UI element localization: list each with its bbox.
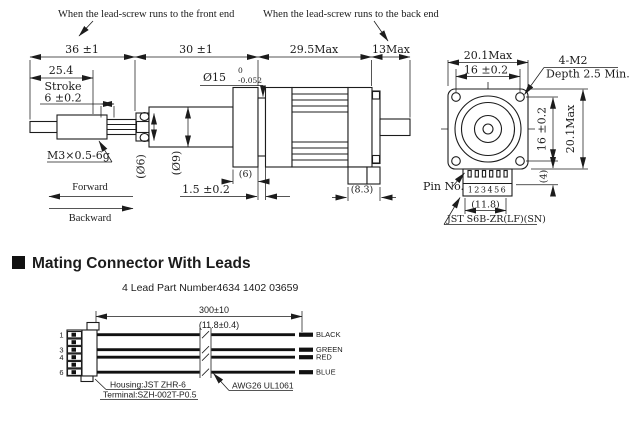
dim-connector-height: (4): [539, 170, 550, 183]
note-back-end: When the lead-screw runs to the back end: [263, 9, 440, 20]
motor-front-plate: [264, 86, 293, 168]
wire-spec-note: AWG26 UL1061: [232, 381, 294, 391]
mating-connector-section: Mating Connector With Leads 4 Lead Part …: [12, 255, 343, 400]
dim-width-max: 20.1Max: [464, 49, 513, 62]
stroke-value: 6 ±0.2: [44, 92, 81, 105]
backward-label: Backward: [69, 213, 112, 224]
dim-30: 30 ±1: [179, 43, 213, 56]
dim-13max: 13Max: [372, 43, 411, 56]
rear-screw-cover: [379, 118, 411, 137]
boss-circle-mid: [460, 101, 516, 157]
motor-connector-latch: [366, 166, 381, 185]
motor-laminations: [292, 93, 348, 161]
boss-circle-outer: [454, 95, 522, 163]
tap-note-line2: Depth 2.5 Min.: [546, 68, 630, 81]
top-notes: When the lead-screw runs to the front en…: [58, 9, 440, 42]
dim-25-4: 25.4: [49, 64, 74, 77]
outer-tube: [148, 106, 234, 148]
dim-height-max: 20.1Max: [564, 104, 577, 153]
pin-no-label: Pin No.: [423, 180, 464, 193]
housing-note: Housing:JST ZHR-6: [110, 380, 186, 390]
lead-housing: [66, 321, 100, 383]
housing-top-tab: [86, 321, 100, 331]
dia-pilot-tol-upper: 0: [238, 66, 243, 75]
dim-connector-width: (11.8): [471, 200, 500, 211]
pin-label-6: 6: [59, 368, 63, 377]
pin-label-4: 4: [59, 353, 63, 362]
side-view-part: [29, 86, 411, 185]
mount-hole-bottom-left: [451, 156, 461, 166]
rear-cap-notch-top: [371, 90, 381, 100]
connector-spec: JST S6B-ZR(LF)(SN): [446, 214, 546, 225]
shaft-circle: [482, 123, 494, 135]
motor-connector-body: [347, 166, 368, 185]
wire-label-red: RED: [316, 353, 332, 362]
rear-cap-notch-bottom: [371, 154, 381, 164]
wire-label-blue: BLUE: [316, 368, 336, 377]
front-view-dimensions: 20.1Max 16 ±0.2 4-M2 Depth 2.5 Min. 16 ±…: [423, 49, 630, 225]
front-view-part: 123456: [441, 82, 535, 197]
part-number-note: 4 Lead Part Number4634 1402 03659: [122, 282, 298, 294]
lead-screw-tip: [29, 120, 58, 134]
flange-square: [447, 88, 529, 170]
dia-pilot: Ø15: [203, 71, 226, 84]
dim-holes-vertical: 16 ±0.2: [536, 107, 549, 151]
housing-bottom-tab: [80, 375, 94, 383]
dim-holes-horizontal: 16 ±0.2: [464, 64, 508, 77]
anti-rotation-nut: [106, 118, 137, 136]
side-view-dimensions: 36 ±1 30 ±1 29.5Max 13Max 25.4 Stroke 6 …: [29, 43, 411, 224]
terminal-note: Terminal:SZH-002T-P0.5: [103, 390, 197, 400]
dia-tube: (Ø9): [170, 151, 183, 176]
thread-spec: M3×0.5-6g: [47, 149, 110, 162]
dim-motor-connector: (8.3): [351, 185, 374, 196]
front-connector-pins: [467, 169, 508, 178]
pilot-circle: [473, 114, 503, 144]
tube-screw-bottom: [139, 132, 150, 143]
dim-36: 36 ±1: [65, 43, 99, 56]
section-bullet-icon: [12, 256, 25, 269]
mount-hole-top-left: [451, 92, 461, 102]
rear-cap: [371, 90, 381, 165]
front-flange: [232, 86, 259, 168]
pin-label-3: 3: [59, 346, 63, 355]
tap-note-line1: 4-M2: [559, 54, 588, 67]
wire-label-black: BLACK: [316, 330, 341, 339]
wire-label-green: GREEN: [316, 345, 343, 354]
lead-wires: [97, 328, 313, 378]
forward-label: Forward: [72, 182, 108, 193]
motor-body: [291, 86, 349, 168]
dim-29-5max: 29.5Max: [290, 43, 339, 56]
mount-hole-bottom-right: [515, 156, 525, 166]
dim-gap: 1.5 ±0.2: [182, 183, 230, 196]
pilot-boss: [257, 97, 267, 157]
note-front-end: When the lead-screw runs to the front en…: [58, 9, 235, 20]
pin-label-1: 1: [59, 331, 63, 340]
pin-numbers: 123456: [468, 186, 508, 195]
dim-lead-length: 300±10: [199, 305, 229, 315]
mount-hole-top-right: [515, 92, 525, 102]
stroke-label: Stroke: [44, 80, 81, 93]
note-front-end-leader: [78, 20, 94, 37]
section-heading: Mating Connector With Leads: [32, 255, 251, 272]
note-back-end-leader: [373, 20, 389, 42]
dia-rod: (Ø6): [135, 154, 148, 179]
dim-flange-thickness: (6): [239, 169, 252, 180]
screw-shank: [56, 114, 108, 140]
motor-rear-plate: [347, 86, 373, 168]
guide-block-key: [135, 120, 150, 134]
dim-housing-length: (11.8±0.4): [199, 320, 239, 330]
tube-screw-top: [139, 111, 150, 122]
dia-pilot-tol-lower: -0.052: [238, 76, 262, 85]
